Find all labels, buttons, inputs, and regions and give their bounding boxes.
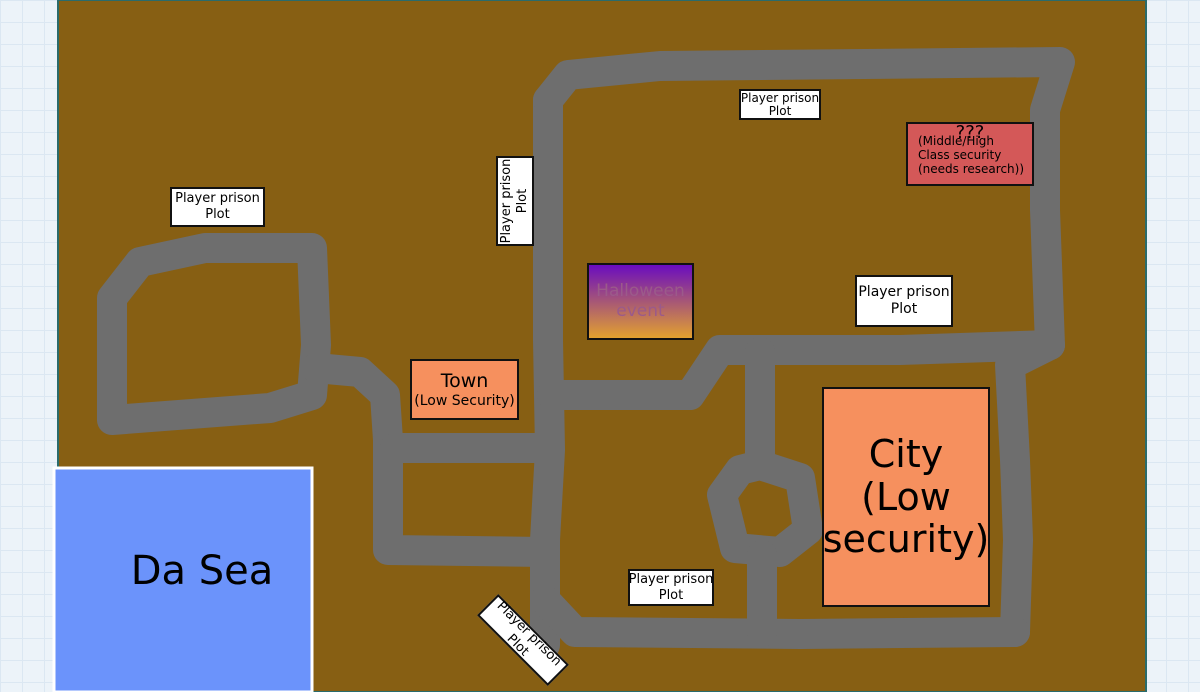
road-top-loop: [533, 47, 1075, 360]
city-name: City: [868, 432, 944, 477]
road-connector-west: [301, 353, 403, 455]
player-prison-plot: Player prison Plot: [496, 156, 534, 246]
plot-label-line1: Player prison: [175, 191, 260, 207]
plot-label-line1: Player prison: [858, 284, 950, 301]
unknown-security-zone: ??? (Middle/High Class security (needs r…: [906, 122, 1034, 186]
halloween-line1: Halloween: [596, 280, 685, 301]
unknown-zone-line1: (Middle/High: [918, 134, 994, 149]
halloween-line2: event: [616, 300, 665, 321]
plot-label-line2: Plot: [205, 207, 230, 222]
plot-label-line1: Player prison: [740, 90, 820, 105]
player-prison-plot: Player prison Plot: [628, 569, 714, 606]
plot-label-line1: Player prison: [628, 571, 714, 587]
unknown-zone-title: ???: [955, 122, 985, 143]
plot-label-line1: Player prison: [499, 158, 515, 244]
road-left-loop: [97, 233, 331, 435]
unknown-zone-line3: (needs research)): [918, 161, 1025, 176]
plot-label-line2: Plot: [890, 301, 918, 317]
road-bottom-loop: [530, 585, 1030, 649]
town-zone: Town (Low Security): [410, 359, 519, 420]
city-security-line2: security): [822, 517, 990, 562]
sea-area: [52, 466, 314, 692]
plot-label-line2: Plot: [515, 188, 530, 214]
player-prison-plot: Player prison Plot: [739, 89, 821, 120]
road-middle-horizontal: [537, 330, 1065, 410]
halloween-event-zone: Halloween event: [587, 263, 694, 340]
town-name: Town: [440, 369, 489, 392]
road-small-rect: [373, 425, 560, 567]
town-security: (Low Security): [414, 392, 515, 409]
player-prison-plot: Player prison Plot: [855, 275, 953, 327]
road-main-vertical: [530, 85, 565, 660]
unknown-zone-line2: Class security: [918, 147, 1002, 162]
plot-label-line2: Plot: [658, 587, 684, 603]
player-prison-plot: Player prison Plot: [170, 187, 265, 227]
city-security-line1: (Low: [861, 474, 951, 519]
plot-label-line2: Plot: [768, 103, 792, 118]
sea-label: Da Sea: [131, 548, 274, 594]
road-network: [97, 47, 1075, 660]
city-zone: City (Low security): [822, 387, 990, 607]
